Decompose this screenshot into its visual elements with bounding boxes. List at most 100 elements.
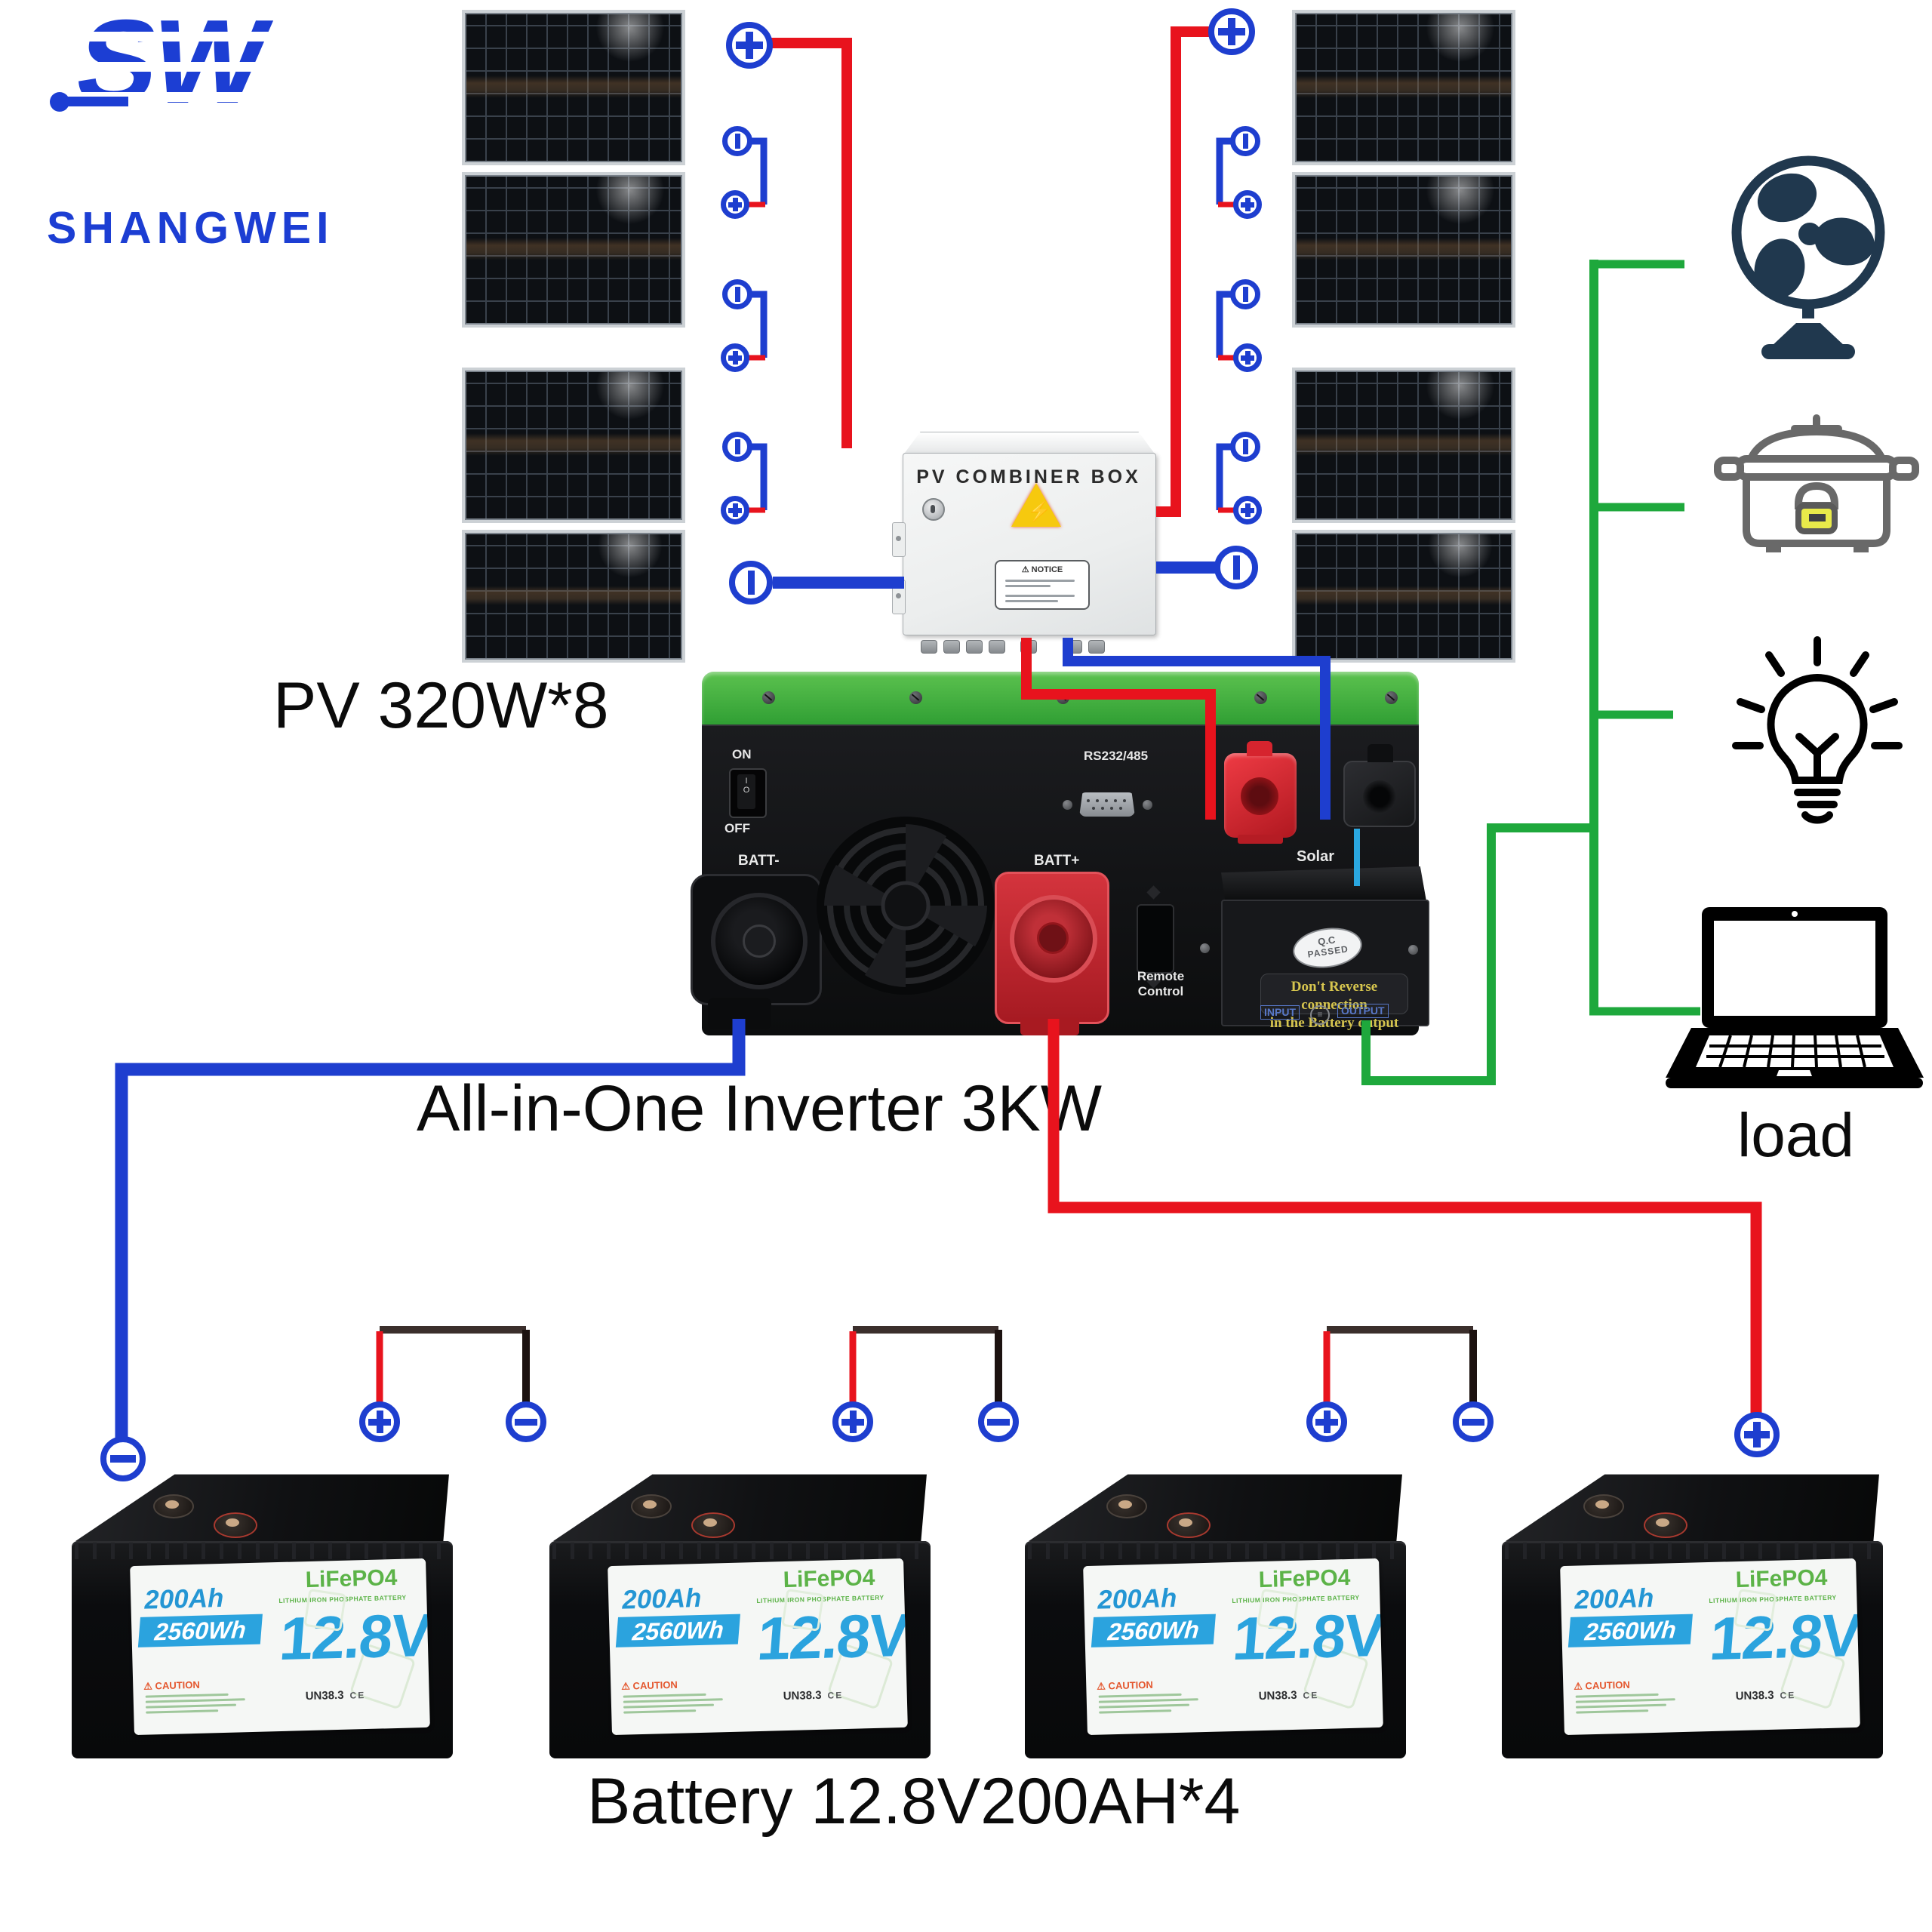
pv-series-minus-terminal bbox=[1230, 126, 1260, 156]
battery2-minus-terminal bbox=[506, 1401, 546, 1442]
battery-label: 200Ah 2560Wh LiFePO4 LITHIUM IRON PHOSPH… bbox=[608, 1558, 908, 1736]
battery-ribs bbox=[552, 1543, 928, 1559]
solar-positive-terminal[interactable] bbox=[1224, 741, 1297, 838]
notice-line bbox=[1005, 600, 1058, 602]
battery-chemistry: LiFePO4 bbox=[783, 1564, 875, 1593]
brand-name: SHANGWEI bbox=[47, 203, 334, 253]
battery-top bbox=[1029, 1474, 1402, 1541]
brand-logo-icon: SW bbox=[50, 0, 308, 128]
cable-gland bbox=[1066, 640, 1082, 654]
pv-panel-4 bbox=[462, 530, 685, 663]
battery-terminal-icon bbox=[1106, 1494, 1147, 1518]
mounting-tab bbox=[892, 522, 906, 557]
battery-caution: ⚠ CAUTION bbox=[1574, 1678, 1630, 1692]
pv-panel-8 bbox=[1292, 530, 1515, 663]
screw-icon bbox=[1254, 691, 1267, 704]
battery-caution: ⚠ CAUTION bbox=[1097, 1678, 1153, 1692]
pv-string1-minus-terminal bbox=[729, 561, 773, 605]
cooling-fan-icon bbox=[817, 817, 995, 995]
solar-negative-terminal[interactable] bbox=[1343, 744, 1416, 827]
battery-capacity: 200Ah bbox=[1097, 1583, 1177, 1615]
cable-gland bbox=[1020, 640, 1037, 654]
battery-label: 200Ah 2560Wh LiFePO4 LITHIUM IRON PHOSPH… bbox=[1560, 1558, 1860, 1736]
output-label: OUTPUT bbox=[1337, 1004, 1389, 1018]
fan-icon bbox=[1731, 155, 1885, 359]
battery-section-label: Battery 12.8V200AH*4 bbox=[587, 1765, 1241, 1838]
screw-icon bbox=[1063, 800, 1072, 810]
cable-gland bbox=[989, 640, 1005, 654]
remote-control-port[interactable] bbox=[1137, 904, 1174, 974]
pv-series-plus-terminal bbox=[1233, 190, 1262, 219]
notice-line bbox=[1005, 585, 1051, 587]
battery-bank-minus-terminal bbox=[100, 1436, 146, 1481]
pv-section-label: PV 320W*8 bbox=[273, 669, 609, 742]
screw-icon bbox=[762, 691, 775, 704]
battery-voltage: 12.8V bbox=[1707, 1601, 1860, 1673]
batt-minus-label: BATT- bbox=[738, 853, 780, 869]
inverter-foot bbox=[1020, 1017, 1079, 1035]
battery-positive-terminal[interactable] bbox=[995, 872, 1109, 1024]
battery-terminal-icon bbox=[214, 1512, 257, 1538]
battery-top bbox=[75, 1474, 449, 1541]
caution-line bbox=[623, 1703, 715, 1709]
battery-energy: 2560Wh bbox=[615, 1614, 740, 1647]
battery-chemistry: LiFePO4 bbox=[305, 1564, 398, 1593]
notice-title: ⚠ NOTICE bbox=[1021, 565, 1063, 574]
pv-panel-2 bbox=[462, 172, 685, 328]
battery-capacity: 200Ah bbox=[1574, 1583, 1654, 1615]
caution-line bbox=[1099, 1709, 1172, 1714]
battery-terminal-icon bbox=[153, 1494, 194, 1518]
pv-series-minus-terminal bbox=[722, 279, 752, 309]
qc-passed-sticker: Q.C PASSED bbox=[1290, 923, 1365, 973]
battery-negative-terminal[interactable] bbox=[691, 874, 822, 1005]
cable-gland bbox=[966, 640, 983, 654]
caution-line bbox=[1576, 1709, 1649, 1714]
caution-line bbox=[623, 1698, 723, 1703]
high-voltage-warning-icon bbox=[1011, 483, 1061, 527]
battery1-plus-terminal bbox=[359, 1401, 400, 1442]
caution-line bbox=[623, 1709, 697, 1714]
load-label: load bbox=[1737, 1101, 1855, 1170]
battery-terminal-icon bbox=[691, 1512, 735, 1538]
remote-control-label: Remote Control bbox=[1137, 969, 1185, 998]
battery-voltage: 12.8V bbox=[277, 1601, 430, 1673]
logo-stripe bbox=[63, 32, 308, 42]
caution-line bbox=[1098, 1693, 1182, 1698]
battery4-minus-terminal bbox=[1453, 1401, 1494, 1442]
rs232-port[interactable] bbox=[1079, 792, 1135, 817]
pv-series-minus-terminal bbox=[722, 126, 752, 156]
pv-series-plus-terminal bbox=[721, 190, 749, 219]
pv-panel-1 bbox=[462, 10, 685, 165]
battery-terminal-icon bbox=[1644, 1512, 1687, 1538]
logo-stripe bbox=[63, 62, 308, 72]
battery-terminal-icon bbox=[1583, 1494, 1624, 1518]
rs232-label: RS232/485 bbox=[1084, 749, 1149, 763]
battery-1: 200Ah 2560Wh LiFePO4 LITHIUM IRON PHOSPH… bbox=[72, 1472, 453, 1758]
screw-icon bbox=[1385, 691, 1398, 704]
pv-series-minus-terminal bbox=[722, 432, 752, 462]
screw-icon bbox=[1200, 943, 1210, 953]
screw-icon bbox=[1057, 691, 1069, 704]
mounting-tab bbox=[892, 580, 906, 614]
battery-caution: ⚠ CAUTION bbox=[621, 1678, 678, 1692]
battery-top bbox=[1506, 1474, 1879, 1541]
battery-voltage: 12.8V bbox=[1230, 1601, 1383, 1673]
battery-2: 200Ah 2560Wh LiFePO4 LITHIUM IRON PHOSPH… bbox=[549, 1472, 931, 1758]
battery-caution: ⚠ CAUTION bbox=[143, 1678, 200, 1692]
pv-panel-3 bbox=[462, 368, 685, 523]
caution-line bbox=[1575, 1698, 1675, 1703]
caution-line bbox=[1575, 1693, 1659, 1698]
caution-line bbox=[145, 1698, 245, 1703]
battery3-minus-terminal bbox=[978, 1401, 1019, 1442]
battery2-plus-terminal bbox=[832, 1401, 873, 1442]
battery-label: 200Ah 2560Wh LiFePO4 LITHIUM IRON PHOSPH… bbox=[1083, 1558, 1383, 1736]
caution-line bbox=[1098, 1698, 1198, 1703]
